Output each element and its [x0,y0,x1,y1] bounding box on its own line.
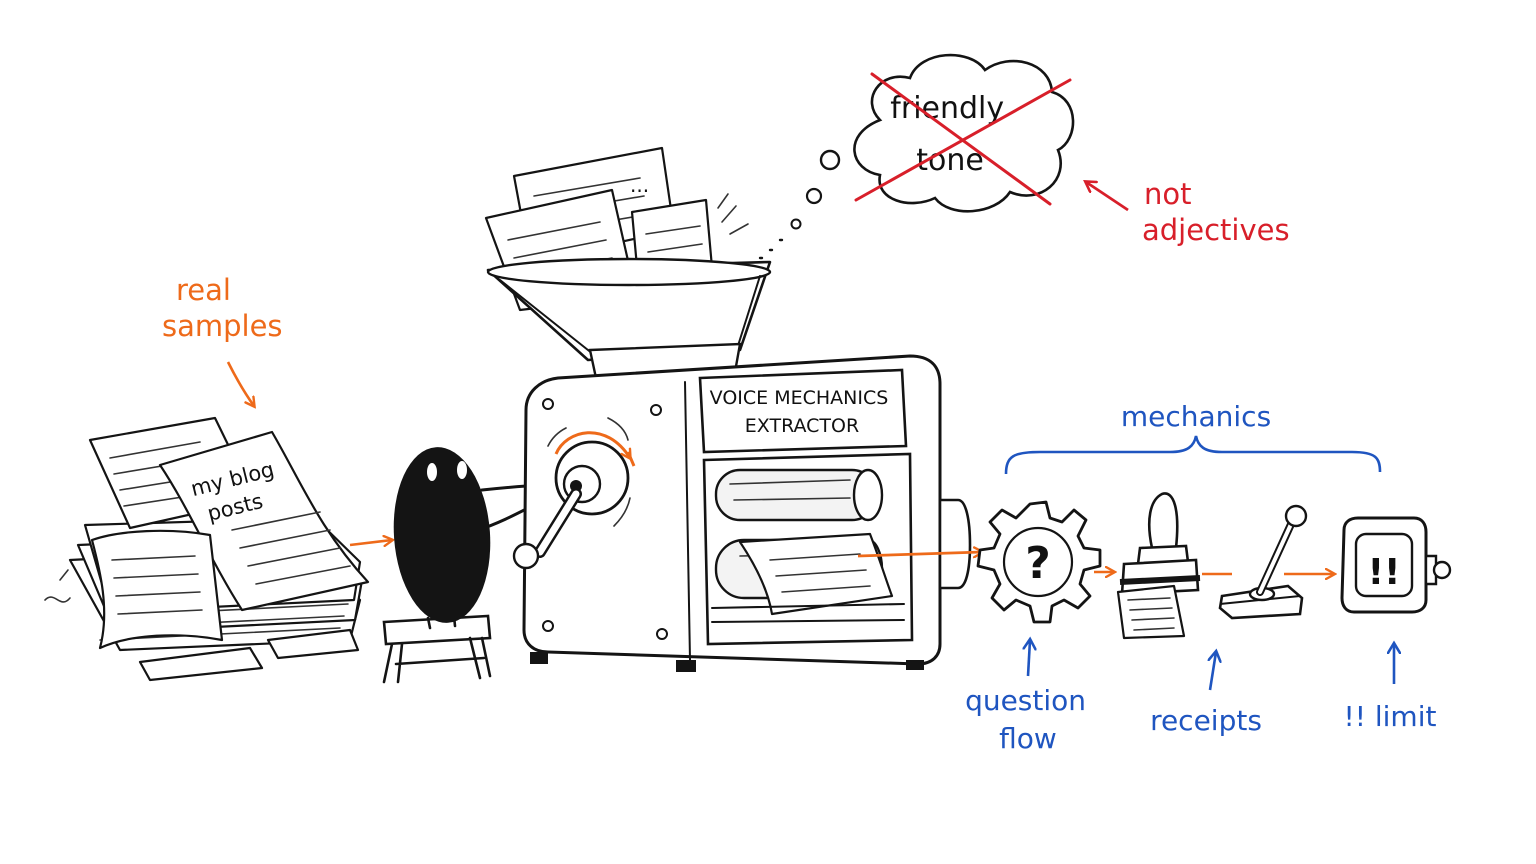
thought-cloud-icon [758,53,1075,260]
stool-icon [382,614,492,684]
real-samples-label: real samples [162,273,283,343]
real-samples-arrow [226,361,254,406]
machine-to-gear-arrow [857,552,982,556]
meter-icon [1340,516,1452,614]
crank-icon [512,417,636,570]
paper-stack-icon [44,416,370,682]
lever-icon [1218,504,1308,620]
not-adjectives-label: not adjectives [1142,177,1290,247]
machine-plate: VOICE MECHANICS EXTRACTOR [710,387,895,437]
machine-icon: ... VOICE MECHANICS EXTRACTOR [484,146,972,672]
receipts-arrow [1210,652,1216,691]
question-flow-label: question flow [965,684,1095,755]
cross-out-mark [854,72,1072,206]
stack-to-figure-arrow [349,540,392,545]
hopper-dots: ... [630,173,649,197]
limit-label: !! limit [1344,700,1437,733]
gear-icon [976,500,1102,624]
stamp-icon [1116,492,1201,640]
mechanics-label: mechanics [1121,400,1271,433]
rollers-icon [702,452,914,646]
question-flow-arrow [1028,640,1030,677]
gear-symbol: ? [1025,538,1051,589]
mechanics-brace [1004,435,1382,475]
receipts-label: receipts [1150,704,1262,737]
meter-symbol: !! [1368,552,1401,593]
hopper-icon: ... [484,146,772,380]
not-adjectives-arrow [1086,182,1129,212]
